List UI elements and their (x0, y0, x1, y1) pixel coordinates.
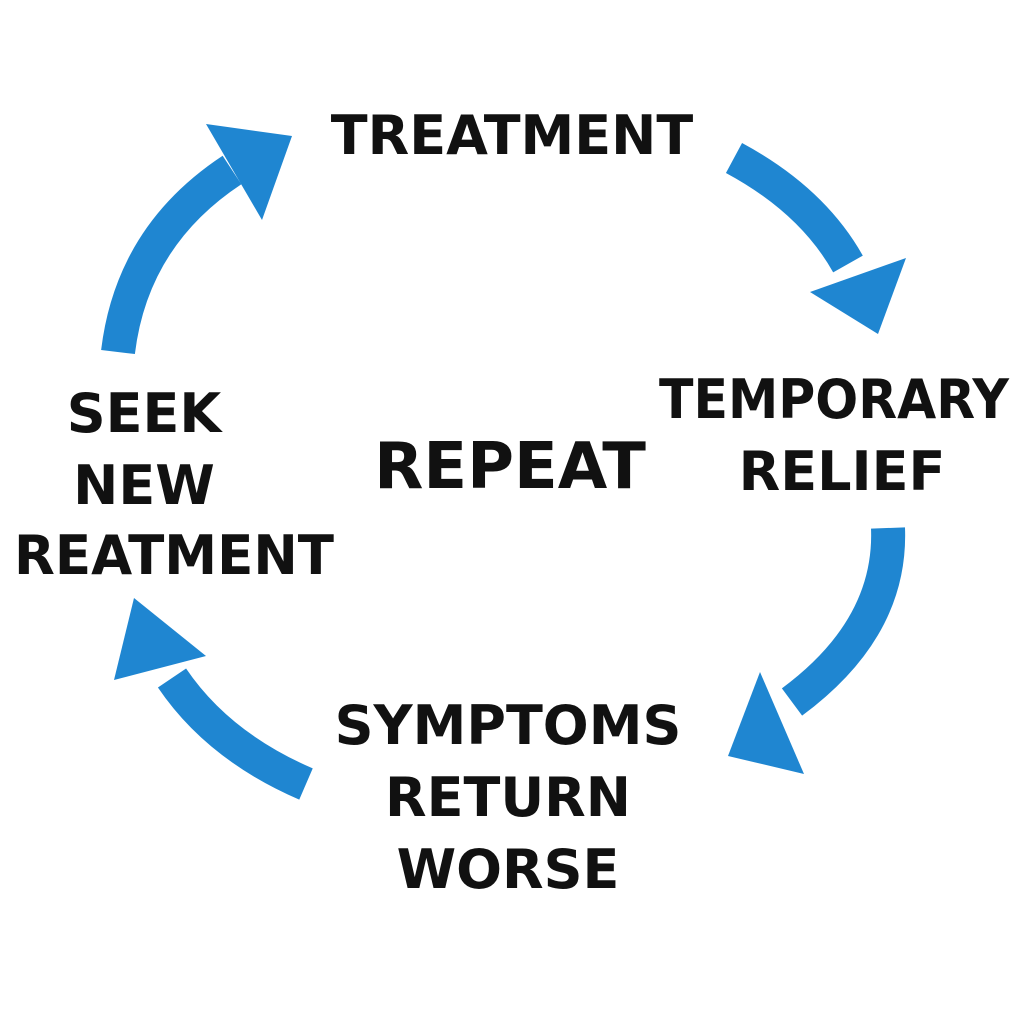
node-temporary-relief-line: TEMPORARY (659, 368, 1010, 431)
arrow-head (114, 598, 206, 680)
node-temporary-relief: TEMPORARY RELIEF (659, 368, 1010, 503)
node-seek-new-treatment: SEEK NEW REATMENT (14, 382, 334, 587)
arrow-treatment-to-relief (725, 143, 906, 334)
node-seek-line: SEEK (67, 382, 224, 445)
arrow-shaft (157, 668, 313, 800)
arrow-shaft (781, 527, 906, 716)
arrow-head (206, 124, 292, 220)
arrow-shaft (725, 143, 863, 273)
node-symptoms-line: SYMPTOMS (335, 694, 682, 757)
node-treatment-line: TREATMENT (331, 104, 694, 167)
node-seek-line: REATMENT (14, 524, 334, 587)
arrow-head (810, 258, 906, 334)
node-symptoms-line: RETURN (385, 766, 631, 829)
node-symptoms-line: WORSE (397, 838, 620, 901)
node-temporary-relief-line: RELIEF (739, 440, 946, 503)
center-label-repeat: REPEAT (374, 430, 646, 504)
arrow-seek-to-treatment (101, 124, 292, 355)
node-treatment: TREATMENT (331, 104, 694, 167)
arrow-symptoms-to-seek (114, 598, 313, 800)
arrow-shaft (101, 155, 242, 355)
arrow-head (728, 672, 804, 774)
node-seek-line: NEW (73, 454, 215, 517)
arrow-relief-to-symptoms (728, 527, 906, 774)
node-symptoms-return-worse: SYMPTOMS RETURN WORSE (335, 694, 682, 901)
